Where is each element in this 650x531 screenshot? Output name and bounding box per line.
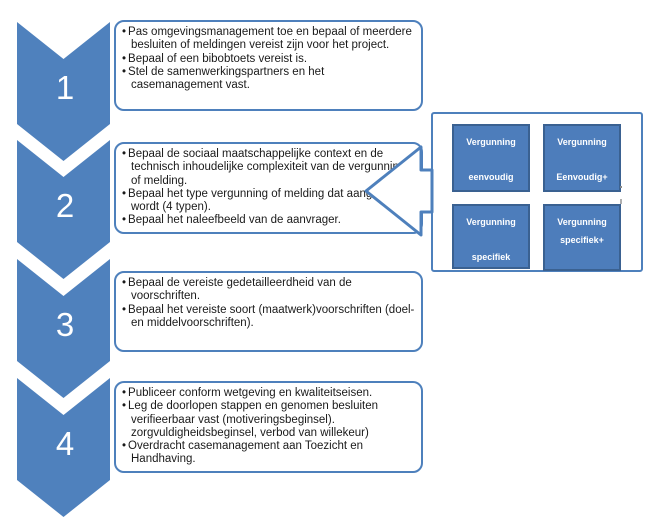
permit-types-panel: Vergunning eenvoudig Vergunning Eenvoudi… <box>431 112 643 272</box>
permit-type-eenvoudig-plus: Vergunning Eenvoudig+ <box>543 124 621 192</box>
chevron-shape <box>17 140 110 279</box>
permit-type-specifiek: Vergunning specifiek <box>452 204 530 269</box>
bullet-item: Leg de doorlopen stappen en genomen besl… <box>122 400 417 440</box>
left-arrow-shape <box>364 145 434 237</box>
step-4-bullet-list: Publiceer conform wetgeving en kwaliteit… <box>122 387 417 467</box>
step-1-textbox: Pas omgevingsmanagement toe en bepaal of… <box>114 20 423 111</box>
bullet-item: Bepaal het vereiste soort (maatwerk)voor… <box>122 304 417 331</box>
bullet-item: Bepaal de sociaal maatschappelijke conte… <box>122 148 417 188</box>
bullet-item: Stel de samenwerkingspartners en het cas… <box>122 66 417 93</box>
permit-type-eenvoudig: Vergunning eenvoudig <box>452 124 530 192</box>
step-1-bullet-list: Pas omgevingsmanagement toe en bepaal of… <box>122 26 417 92</box>
permit-type-specifiek-plus: Vergunning specifiek+ <box>543 204 621 271</box>
bullet-item: Overdracht casemanagement aan Toezicht e… <box>122 440 417 467</box>
stray-mark <box>620 186 622 188</box>
bullet-item: Pas omgevingsmanagement toe en bepaal of… <box>122 26 417 53</box>
step-3-bullet-list: Bepaal de vereiste gedetailleerdheid van… <box>122 277 417 330</box>
stray-mark <box>620 199 622 204</box>
chevron-step-3: 3 <box>17 259 110 398</box>
step-number-1: 1 <box>56 69 74 106</box>
permit-type-label: Vergunning <box>466 137 516 147</box>
step-2-textbox: Bepaal de sociaal maatschappelijke conte… <box>114 142 423 234</box>
step-number-3: 3 <box>56 306 74 343</box>
permit-type-label: specifiek <box>471 252 511 262</box>
bullet-item: Bepaal de vereiste gedetailleerdheid van… <box>122 277 417 304</box>
permit-type-label: Vergunning <box>466 217 516 227</box>
chevron-step-1: 1 <box>17 22 110 161</box>
permit-type-label: specifiek+ <box>560 235 604 245</box>
step-number-4: 4 <box>56 425 74 462</box>
permit-type-label: Eenvoudig+ <box>556 172 608 182</box>
step-number-2: 2 <box>56 187 74 224</box>
chevron-step-2: 2 <box>17 140 110 279</box>
permit-type-label: Vergunning <box>557 217 607 227</box>
bullet-item: Publiceer conform wetgeving en kwaliteit… <box>122 387 417 400</box>
chevron-shape <box>17 378 110 517</box>
step-3-textbox: Bepaal de vereiste gedetailleerdheid van… <box>114 271 423 352</box>
bullet-item: Bepaal of een bibobtoets vereist is. <box>122 53 417 66</box>
chevron-step-4: 4 <box>17 378 110 517</box>
step-2-bullet-list: Bepaal de sociaal maatschappelijke conte… <box>122 148 417 228</box>
bullet-item: Bepaal het naleefbeeld van de aanvrager. <box>122 214 417 227</box>
step-4-textbox: Publiceer conform wetgeving en kwaliteit… <box>114 381 423 473</box>
permit-type-label: Vergunning <box>557 137 607 147</box>
left-arrow-connector <box>364 145 434 237</box>
chevron-shape <box>17 22 110 161</box>
bullet-item: Bepaal het type vergunning of melding da… <box>122 188 417 215</box>
chevron-shape <box>17 259 110 398</box>
permit-type-label: eenvoudig <box>468 172 514 182</box>
